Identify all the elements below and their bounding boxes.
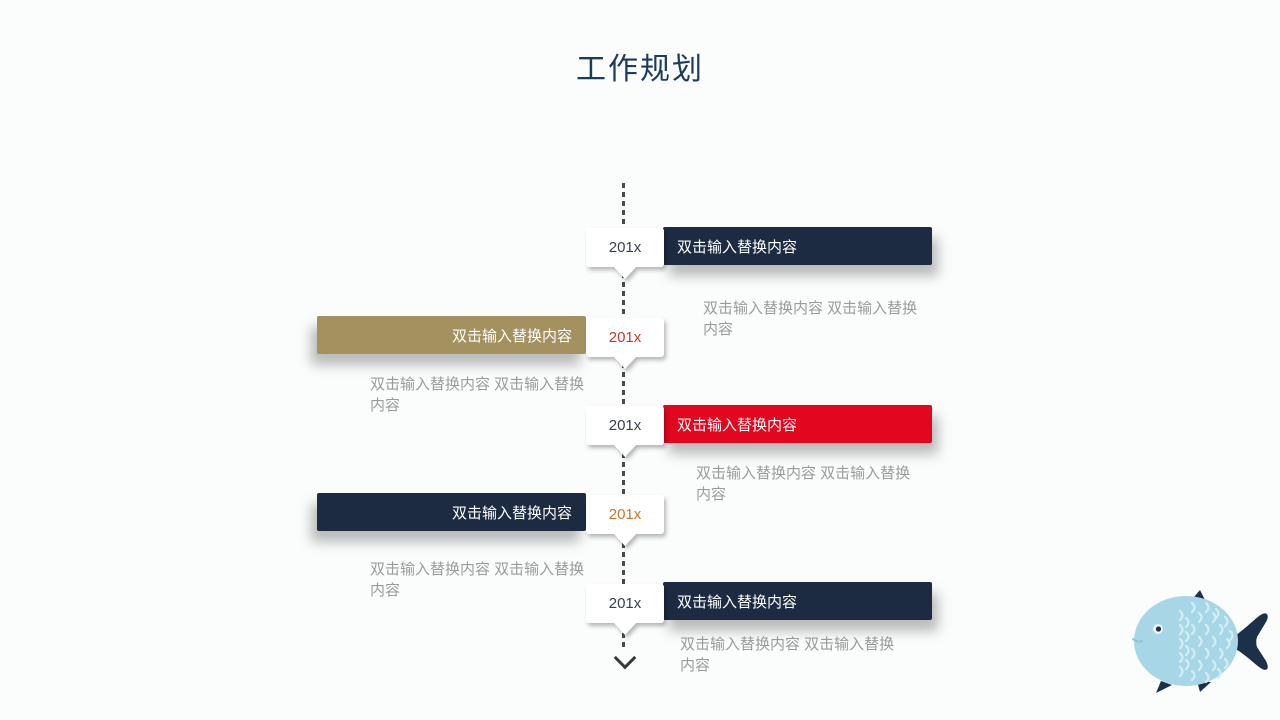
year-badge-3-box: 201x [586, 406, 664, 445]
timeline-arrow-down-icon [613, 646, 637, 670]
year-badge-1-box: 201x [586, 228, 664, 267]
year-badge-3[interactable]: 201x [586, 406, 664, 457]
year-badge-4-box: 201x [586, 495, 664, 534]
timeline-bar-3[interactable]: 双击输入替换内容 [663, 405, 932, 443]
timeline-bar-3-label: 双击输入替换内容 [677, 416, 798, 434]
year-badge-1[interactable]: 201x [586, 228, 664, 279]
timeline-description-5[interactable]: 双击输入替换内容 双击输入替换内容 [680, 636, 895, 674]
year-badge-4-tail [613, 533, 637, 546]
timeline-description-1[interactable]: 双击输入替换内容 双击输入替换内容 [703, 300, 918, 338]
timeline-bar-2-label: 双击输入替换内容 [451, 327, 572, 345]
year-badge-5-box: 201x [586, 584, 664, 623]
timeline-bar-4[interactable]: 双击输入替换内容 [317, 493, 586, 531]
year-badge-1-tail [613, 266, 637, 279]
slide-title[interactable]: 工作规划 [576, 53, 704, 86]
year-badge-5[interactable]: 201x [586, 584, 664, 635]
year-badge-2-text: 201x [608, 329, 642, 346]
timeline-description-3[interactable]: 双击输入替换内容 双击输入替换内容 [696, 465, 911, 503]
year-badge-4[interactable]: 201x [586, 495, 664, 546]
timeline-bar-1-label: 双击输入替换内容 [677, 238, 798, 256]
timeline-bar-1[interactable]: 双击输入替换内容 [663, 227, 932, 265]
year-badge-1-text: 201x [608, 239, 642, 256]
timeline-bar-2[interactable]: 双击输入替换内容 [317, 316, 586, 354]
timeline-description-2[interactable]: 双击输入替换内容 双击输入替换内容 [370, 376, 585, 414]
year-badge-2-tail [613, 356, 637, 369]
timeline-bar-5[interactable]: 双击输入替换内容 [663, 582, 932, 620]
timeline-bar-5-label: 双击输入替换内容 [677, 593, 798, 611]
year-badge-5-tail [613, 622, 637, 635]
timeline-description-4[interactable]: 双击输入替换内容 双击输入替换内容 [370, 561, 585, 599]
fish-icon [1132, 590, 1268, 693]
year-badge-3-tail [613, 444, 637, 457]
year-badge-3-text: 201x [608, 417, 642, 434]
year-badge-4-text: 201x [608, 506, 642, 523]
year-badge-2-box: 201x [586, 318, 664, 357]
year-badge-5-text: 201x [608, 595, 642, 612]
timeline-bar-4-label: 双击输入替换内容 [451, 504, 572, 522]
year-badge-2[interactable]: 201x [586, 318, 664, 369]
